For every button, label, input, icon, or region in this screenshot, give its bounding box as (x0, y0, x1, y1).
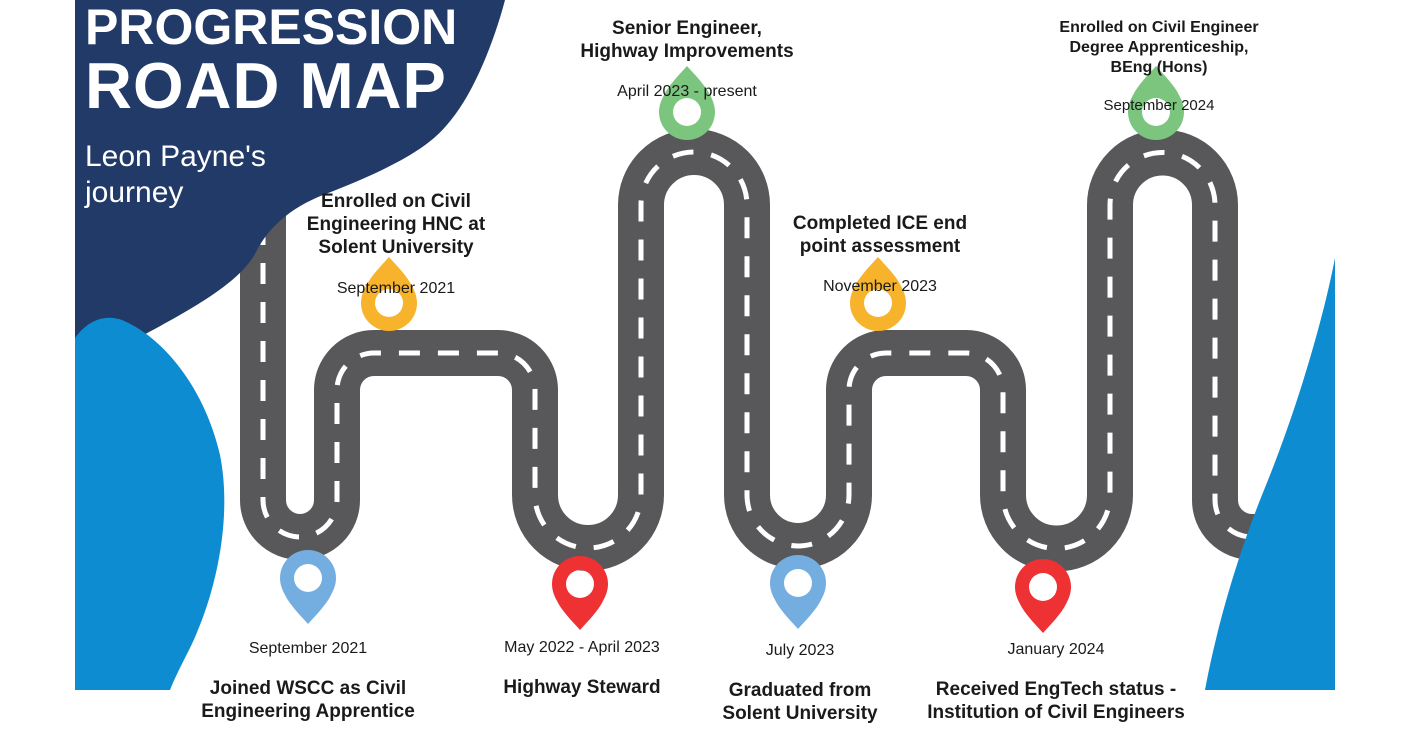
milestone-title: Joined WSCC as Civil Engineering Apprent… (201, 678, 415, 723)
milestone-title: Enrolled on Civil Engineer Degree Appren… (1059, 19, 1259, 76)
page-title-line2: ROAD MAP (85, 49, 447, 122)
milestone-date: July 2023 (765, 642, 835, 659)
milestone-date: November 2023 (823, 278, 937, 296)
roadmap-graphic (75, 0, 1335, 690)
milestone-title: Completed ICE end point assessment (792, 213, 968, 258)
header: PROGRESSION ROAD MAP Leon Payne's journe… (85, 2, 457, 212)
milestone-date: September 2024 (1103, 97, 1215, 114)
milestone-label-joined-wscc: September 2021 Joined WSCC as Civil Engi… (201, 620, 415, 741)
title-blob (75, 0, 505, 382)
page-title-line1: PROGRESSION (85, 0, 458, 55)
milestone-title: Senior Engineer, Highway Improvements (580, 18, 794, 63)
milestone-label-degree-apprenticeship: Enrolled on Civil Engineer Degree Appren… (1059, 0, 1258, 134)
page-subtitle: Leon Payne's journey (85, 139, 266, 210)
road-center-line (260, 149, 1320, 551)
milestone-date: September 2021 (248, 640, 368, 657)
milestone-date: May 2022 - April 2023 (504, 639, 660, 656)
right-blob (1205, 258, 1335, 690)
milestone-label-ice-assessment: Completed ICE end point assessment Novem… (793, 194, 967, 315)
milestone-label-senior-engineer: Senior Engineer, Highway Improvements Ap… (580, 0, 793, 120)
milestone-date: April 2023 - present (617, 83, 757, 101)
bottom-left-blob (75, 317, 225, 690)
milestone-title: Received EngTech status - Institution of… (927, 679, 1185, 724)
milestone-label-highway-steward: May 2022 - April 2023 Highway Steward (503, 619, 660, 717)
milestone-title: Enrolled on Civil Engineering HNC at Sol… (306, 191, 486, 259)
milestone-title: Graduated from Solent University (722, 680, 878, 725)
milestone-label-graduated: July 2023 Graduated from Solent Universi… (722, 622, 877, 743)
map-pin-icon (770, 555, 826, 629)
milestone-date: January 2024 (1007, 641, 1105, 658)
milestone-label-engtech: January 2024 Received EngTech status - I… (927, 621, 1185, 742)
milestone-label-enrolled-hnc: Enrolled on Civil Engineering HNC at Sol… (307, 172, 485, 317)
milestone-date: September 2021 (336, 279, 456, 297)
map-pin-icon (280, 550, 336, 624)
milestone-title: Highway Steward (503, 677, 661, 699)
